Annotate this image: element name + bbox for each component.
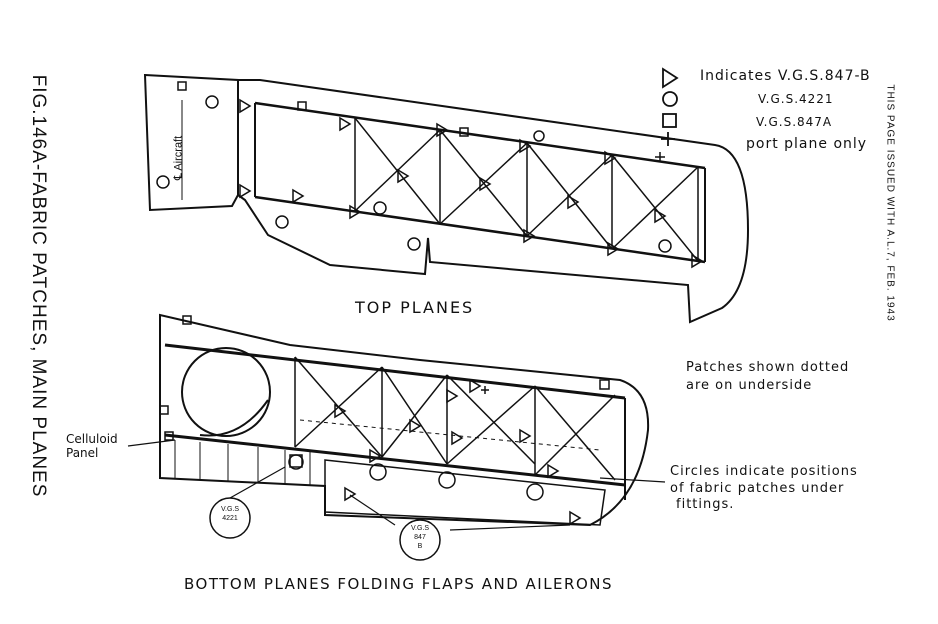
legend-label-847b: Indicates V.G.S.847-B: [700, 68, 871, 84]
patch-symbols: [156, 81, 704, 526]
note-circles-line1: Circles indicate positions: [670, 464, 858, 479]
legend-triangle-icon: [662, 67, 679, 89]
issue-note: THIS PAGE ISSUED WITH A.L.7, FEB. 1943: [884, 84, 896, 322]
note-circles-line2: of fabric patches under: [670, 481, 845, 496]
legend-circle-icon: [662, 91, 678, 107]
leader-lines: [127, 439, 666, 531]
note-dotted-line1: Patches shown dotted: [686, 360, 850, 375]
bottom-plane-outline: [159, 313, 650, 527]
legend-label-847a: V.G.S.847A: [756, 115, 833, 129]
note-dotted-line2: are on underside: [686, 378, 813, 393]
bottom-planes-caption: BOTTOM PLANES FOLDING FLAPS AND AILERONS: [184, 575, 614, 593]
bottom-plane-bracing: [294, 356, 616, 481]
centreline-label: ℄ Aircraft: [172, 135, 185, 181]
vgs4221-callout: V.G.S 4221: [220, 506, 240, 522]
legend-plus-icon: [661, 132, 675, 146]
top-plane-bracing: [354, 117, 699, 262]
top-planes-caption: TOP PLANES: [355, 298, 475, 317]
legend-label-4221: V.G.S.4221: [758, 92, 834, 106]
top-plane-outline: [143, 73, 750, 324]
note-circles-line3: fittings.: [676, 497, 735, 512]
celluloid-label-line1: Celluloid: [66, 432, 118, 446]
underside-dotted-line: [299, 419, 601, 451]
vgs847b-callout: V.G.S 847 B: [410, 525, 430, 550]
legend-square-icon: [662, 113, 677, 128]
legend-symbols: [661, 67, 679, 146]
legend-label-port-plane: port plane only: [746, 136, 868, 152]
figure-title: FIG.146A-FABRIC PATCHES, MAIN PLANES: [28, 74, 49, 498]
celluloid-label-line2: Panel: [66, 446, 99, 460]
vgs4221-callout-bubble: [209, 497, 251, 539]
vgs847b-callout-bubble: [399, 519, 441, 561]
